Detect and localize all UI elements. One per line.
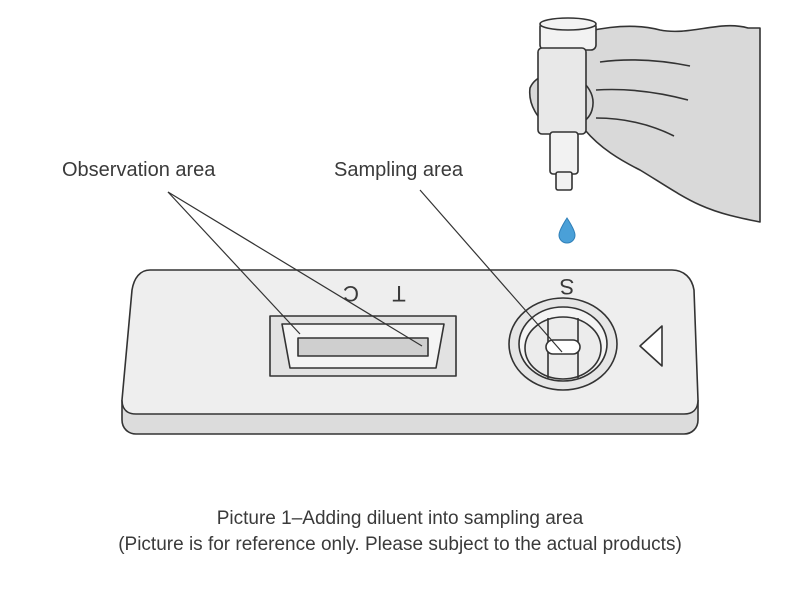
sample-well <box>508 297 618 391</box>
dropper-bottle <box>537 17 597 191</box>
direction-arrow-icon <box>639 325 663 367</box>
figure-caption-note: (Picture is for reference only. Please s… <box>118 534 682 555</box>
sample-well-mark: S <box>560 274 575 299</box>
leader-lines <box>167 189 563 353</box>
diluent-drop <box>558 217 576 244</box>
figure-caption-title: Picture 1–Adding diluent into sampling a… <box>216 508 584 529</box>
observation-area-label: Observation area <box>62 159 216 181</box>
observation-window <box>269 315 457 377</box>
test-line-mark: T <box>392 281 405 306</box>
sampling-area-label: Sampling area <box>334 159 464 181</box>
control-line-mark: C <box>343 281 359 306</box>
